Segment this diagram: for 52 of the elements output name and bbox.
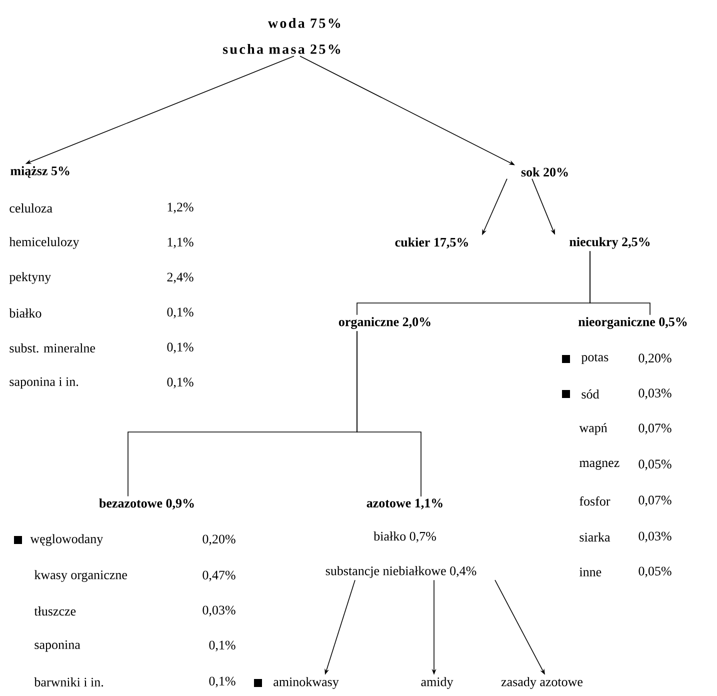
percentage-value: 0,05% [638,460,672,470]
component-name: celuloza [10,203,52,213]
component-name: barwniki i in. [34,677,104,687]
category-label: azotowe 1,1% [366,498,442,510]
percentage-value: 1,2% [168,202,194,214]
component-name: białko 0,7% [374,532,436,543]
component-name: potas [581,354,608,364]
tree-connector [590,250,650,316]
percentage-value: 0,03% [202,606,236,616]
component-name: saponina [34,640,80,652]
percentage-value: 0,07% [638,496,672,506]
percentage-value: 0,07% [638,424,672,434]
component-name: inne [579,568,602,576]
percentage-value: 0,03% [638,388,672,400]
category-label: zasady azotowe [501,677,583,689]
category-label: sok 20% [521,167,568,177]
percentage-value: 2,4% [167,272,194,284]
category-label: miąższ 5% [10,166,70,178]
percentage-value: 0,03% [638,532,672,542]
category-label: bezazotowe 0,9% [99,498,194,510]
percentage-value: 0,1% [209,676,236,688]
tree-connector [356,330,422,497]
component-name: magnez [579,460,620,470]
category-label: aminokwasy [274,677,339,689]
category-label: niecukry 2,5% [570,237,650,249]
component-name: fosfor [580,496,610,506]
percentage-value: 0,1% [167,342,194,354]
category-label: nieorganiczne 0,5% [578,317,687,329]
category-label: cukier 17,5% [395,238,468,249]
percentage-value: 0,47% [202,570,236,582]
component-name: wapń [579,423,608,435]
heading-label: woda 75% sucha masa 25% [223,18,340,54]
component-name: hemicelulozy [9,237,80,249]
component-name: tłuszcze [34,606,76,616]
component-name: pektyny [9,272,52,284]
component-name: sód [582,389,600,399]
category-label: substancje niebiałkowe 0,4% [326,566,476,578]
component-name: węglowodany [30,534,104,546]
category-label: amidy [421,677,454,689]
percentage-value: 1,1% [168,238,194,248]
component-name: saponina i in. [10,377,78,389]
percentage-value: 0,05% [638,566,672,578]
percentage-value: 0,1% [209,640,236,652]
category-label: organiczne 2,0% [338,317,430,329]
component-name: siarka [580,532,610,542]
component-name: kwasy organiczne [34,570,127,582]
percentage-value: 0,1% [167,308,194,318]
component-name: białko [9,308,42,318]
percentage-value: 0,1% [167,378,194,388]
percentage-value: 0,20% [202,534,236,546]
component-name: subst. mineralne [10,343,96,353]
percentage-value: 0,20% [638,354,672,364]
